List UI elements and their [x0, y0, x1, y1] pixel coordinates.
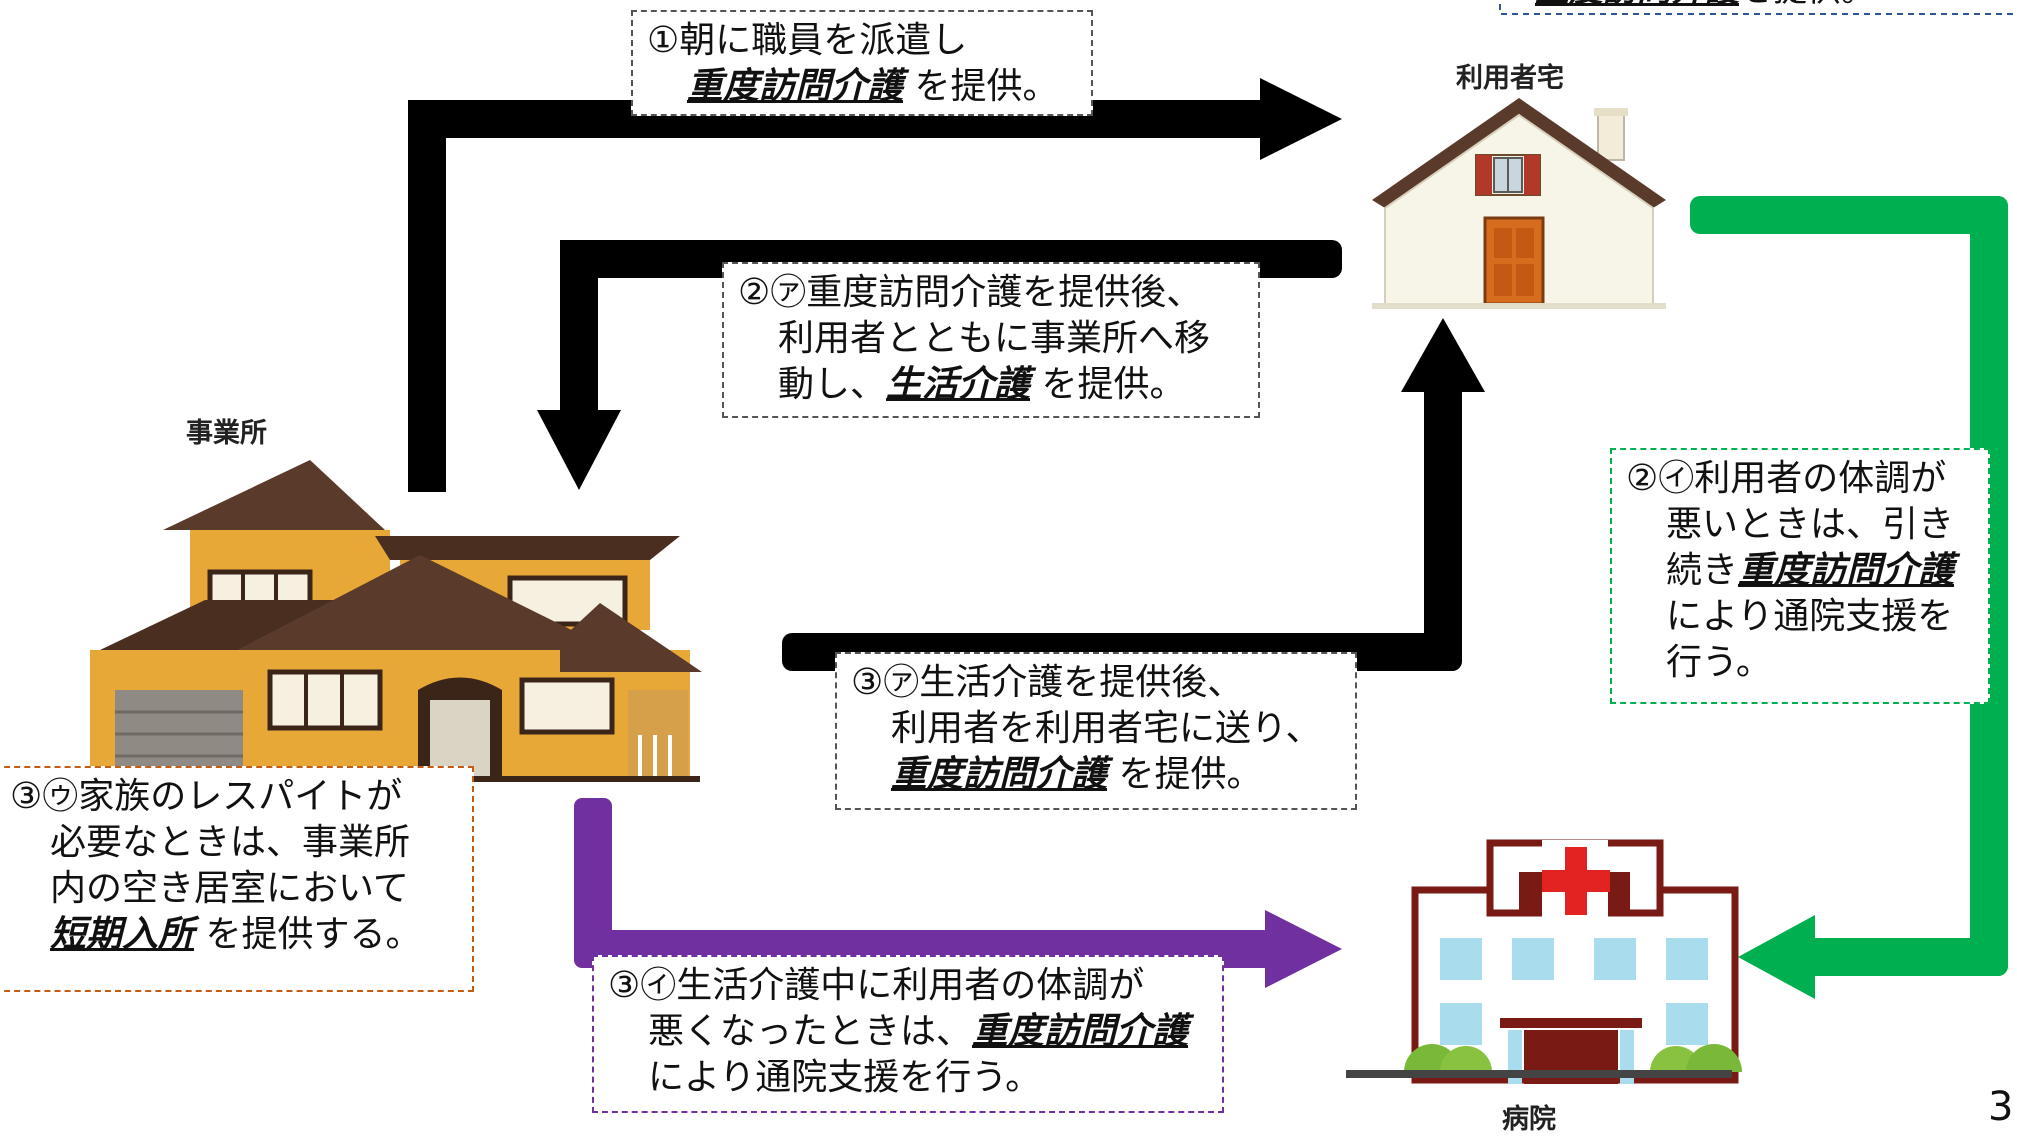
top-partial-text: 重度訪問介護を提供。 — [1535, 0, 1875, 12]
step1-box: ①朝に職員を派遣し 重度訪問介護 を提供。 — [631, 10, 1093, 116]
step3i-box: ③㋑生活介護中に利用者の体調が 悪くなったときは、重度訪問介護 により通院支援を… — [592, 955, 1224, 1113]
user-home-icon — [1372, 98, 1666, 309]
step3u-box: ③㋒家族のレスパイトが 必要なときは、事業所 内の空き居室において 短期入所 を… — [0, 766, 474, 992]
step2a-box: ②㋐重度訪問介護を提供後、 利用者とともに事業所へ移 動し、生活介護 を提供。 — [722, 262, 1260, 418]
office-building-icon — [90, 460, 702, 782]
top-partial-box — [1499, 0, 2017, 15]
step3a-box: ③㋐生活介護を提供後、 利用者を利用者宅に送り、 重度訪問介護 を提供。 — [835, 652, 1357, 810]
hospital-icon — [1346, 839, 1742, 1084]
user-home-label: 利用者宅 — [1456, 63, 1564, 94]
step2i-box: ②㋑利用者の体調が 悪いときは、引き 続き重度訪問介護 により通院支援を 行う。 — [1610, 448, 1990, 704]
office-label: 事業所 — [186, 418, 267, 449]
page-number: 3 — [1988, 1084, 2014, 1130]
hospital-label: 病院 — [1502, 1104, 1556, 1135]
